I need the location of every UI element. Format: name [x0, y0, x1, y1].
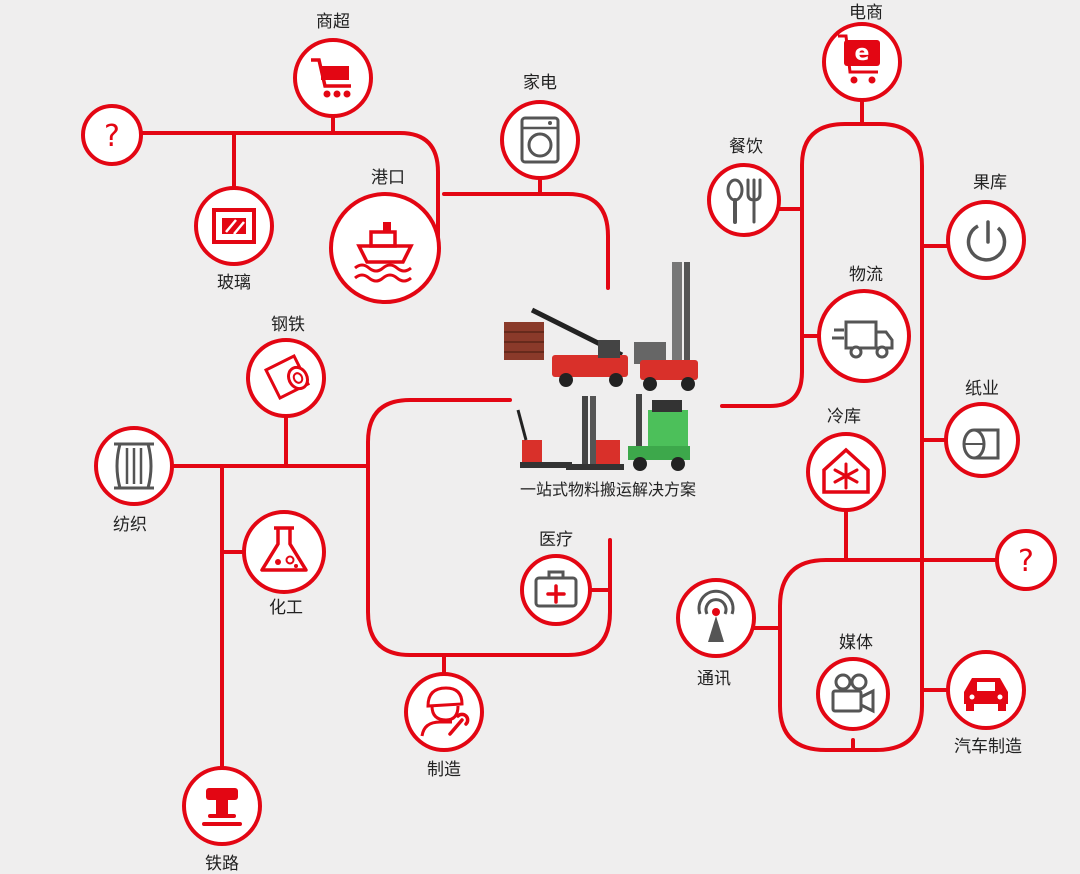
video-camera-icon — [831, 673, 875, 714]
node-guoku-circle — [946, 200, 1026, 280]
label-boli: 玻璃 — [217, 273, 251, 293]
svg-text:e: e — [855, 41, 870, 66]
node-wuliu-circle — [817, 289, 911, 383]
question-icon: ? — [1018, 544, 1034, 579]
node-circles — [81, 22, 1057, 846]
worker-wrench-icon — [420, 686, 470, 737]
shopping-cart-icon — [311, 58, 351, 98]
node-unknown-left-circle — [81, 104, 143, 166]
connector-center-left — [366, 398, 612, 657]
snowflake-house-icon — [822, 447, 870, 494]
node-unknown-right-circle — [995, 529, 1057, 591]
label-tielu: 铁路 — [205, 854, 239, 874]
label-wuliu: 物流 — [849, 265, 883, 285]
ship-icon — [354, 222, 414, 283]
label-zhiye: 纸业 — [965, 379, 999, 399]
antenna-icon — [697, 589, 735, 642]
yarn-spool-icon — [114, 442, 154, 490]
question-icon: ? — [104, 119, 120, 154]
connector-br-loop — [778, 558, 1000, 752]
walkie-stacker-image — [566, 396, 624, 470]
label-shangchao: 商超 — [316, 12, 350, 32]
label-qiche: 汽车制造 — [954, 737, 1022, 757]
paper-roll-icon — [962, 428, 1000, 460]
rail-icon — [202, 788, 242, 826]
reach-stacker-image — [504, 307, 628, 387]
node-gangtie-circle — [246, 338, 326, 418]
label-dianshang: 电商 — [849, 3, 883, 23]
node-zhiye-circle — [944, 402, 1020, 478]
fork-spoon-icon — [726, 178, 762, 224]
node-labels: 商超 玻璃 港口 家电 电商 餐饮 果库 物流 纸业 冷库 钢铁 纺织 化工 铁… — [113, 3, 1022, 874]
electric-forklift-image — [628, 394, 690, 471]
center-solution-label: 一站式物料搬运解决方案 — [520, 480, 696, 499]
steel-coil-icon — [263, 353, 311, 401]
label-zhizao: 制造 — [427, 760, 461, 780]
ecommerce-cart-icon: e — [838, 34, 880, 84]
connector-gangkou-branch — [442, 192, 610, 290]
connector-center-right — [720, 122, 924, 562]
center-equipment-illustration — [504, 262, 698, 471]
fruit-icon — [966, 220, 1007, 262]
label-fangzhi: 纺织 — [113, 515, 147, 535]
node-gangkou-circle — [329, 192, 441, 304]
label-tongxun: 通讯 — [697, 669, 731, 689]
container-handler-image — [634, 262, 698, 391]
label-gangkou: 港口 — [371, 168, 405, 188]
node-zhizao-circle — [404, 672, 484, 752]
pallet-jack-image — [516, 409, 572, 468]
label-jiadian: 家电 — [523, 73, 557, 93]
label-meiti: 媒体 — [839, 633, 873, 653]
delivery-truck-icon — [832, 320, 894, 359]
label-lengku: 冷库 — [827, 407, 861, 427]
glass-pane-icon — [212, 208, 256, 244]
label-canyin: 餐饮 — [729, 137, 763, 157]
node-jiadian-circle — [500, 100, 580, 180]
label-huagong: 化工 — [269, 598, 303, 618]
node-canyin-circle — [707, 163, 781, 237]
car-icon — [964, 678, 1008, 711]
flask-icon — [260, 526, 308, 572]
connector-lines — [138, 98, 1000, 770]
first-aid-kit-icon — [534, 570, 578, 608]
node-huagong-circle — [242, 510, 326, 594]
label-yiliao: 医疗 — [539, 530, 573, 550]
label-gangtie: 钢铁 — [271, 315, 305, 335]
label-guoku: 果库 — [973, 173, 1007, 193]
washing-machine-icon — [520, 116, 560, 164]
node-meiti-circle — [816, 657, 890, 731]
